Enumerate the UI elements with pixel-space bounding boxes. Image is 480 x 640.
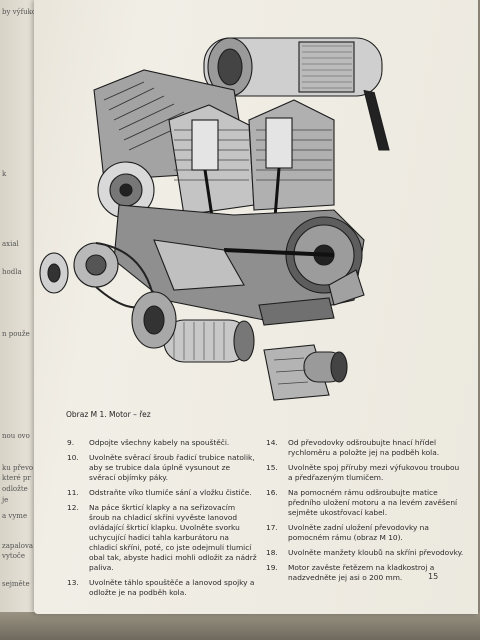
instruction-text: Uvolněte zadní uložení převodovky na pom… [288, 522, 429, 542]
manual-page: Obraz M 1. Motor – řez 9. Odpojte všechny… [34, 0, 478, 614]
page-number: 15 [428, 572, 439, 581]
left-page-fragment: k [2, 170, 7, 178]
instruction-item: 9. Odpojte všechny kabely na spouštěči. [67, 438, 257, 448]
left-page-fragment: vytoče [2, 552, 25, 560]
instruction-text: Od převodovky odšroubujte hnací hřídel r… [288, 438, 440, 457]
instructions-column-left: 9. Odpojte všechny kabely na spouštěči. 1… [67, 438, 257, 603]
instruction-text: Motor zavěste řetězem na kladkostroj a n… [288, 562, 435, 582]
instruction-number: 10. [67, 452, 79, 462]
left-page-fragment: které pr [2, 474, 31, 482]
figure-caption: Obraz M 1. Motor – řez [66, 410, 151, 419]
instruction-item: 19. Motor zavěste řetězem na kladkostroj … [266, 563, 466, 583]
crankcase-drawing [113, 204, 365, 321]
instruction-item: 16. Na pomocném rámu odšroubujte matice p… [266, 488, 466, 518]
instruction-text: Uvolněte táhlo spouštěče a lanovod spojk… [89, 577, 255, 597]
air-filter-drawing [203, 37, 390, 151]
left-page-fragment: zapalova [2, 542, 34, 550]
left-page-fragment: n použe [2, 330, 30, 338]
instruction-text: Uvolněte manžety kloubů na skříni převod… [288, 547, 464, 557]
left-page-fragment: nou ovo [2, 432, 30, 440]
instruction-number: 14. [266, 438, 278, 447]
engine-cutaway-illustration [39, 37, 390, 401]
left-page-fragment: by výfuko [2, 8, 37, 16]
instruction-text: Odstraňte víko tlumiče sání a vložku čis… [89, 487, 252, 497]
starter-motor-drawing [131, 291, 255, 363]
instruction-item: 18. Uvolněte manžety kloubů na skříni pře… [266, 548, 466, 558]
instruction-number: 17. [266, 522, 278, 532]
carburetor-drawing [263, 344, 348, 401]
instruction-item: 17. Uvolněte zadní uložení převodovky na … [266, 523, 466, 543]
pulley-drawing [39, 242, 156, 309]
cylinder-block-drawing [168, 99, 335, 231]
table-surface [0, 612, 480, 640]
instruction-item: 15. Uvolněte spoj příruby mezi výfukovou … [266, 463, 466, 483]
instruction-number: 9. [67, 438, 75, 447]
instruction-item: 14. Od převodovky odšroubujte hnací hříde… [266, 438, 466, 458]
left-page-fragment: sejměte [2, 580, 30, 588]
instruction-number: 18. [266, 547, 278, 557]
instruction-number: 11. [67, 487, 79, 497]
instruction-item: 10. Uvolněte svěrací šroub řadicí trubice… [67, 453, 257, 483]
left-page-fragment: hodla [2, 268, 22, 276]
instruction-text: Na pomocném rámu odšroubujte matice před… [288, 487, 458, 517]
left-page-fragment: je [2, 496, 9, 504]
instruction-number: 13. [67, 577, 79, 587]
instruction-item: 13. Uvolněte táhlo spouštěče a lanovod sp… [67, 578, 257, 598]
left-page-fragment: axial [2, 240, 19, 248]
instruction-text: Uvolněte svěrací šroub řadicí trubice na… [89, 452, 255, 482]
exhaust-pipe-drawing [258, 269, 365, 326]
instruction-number: 16. [266, 487, 278, 497]
instructions-column-right: 14. Od převodovky odšroubujte hnací hříde… [266, 438, 466, 588]
instruction-text: Na páce škrticí klapky a na seřizovacím … [89, 502, 257, 572]
instruction-text: Uvolněte spoj příruby mezi výfukovou tro… [288, 462, 460, 482]
instruction-item: 11. Odstraňte víko tlumiče sání a vložku … [67, 488, 257, 498]
left-page-fragment: ku převo [2, 464, 34, 472]
left-page-fragment: a vyme [2, 512, 28, 520]
left-page-fragment: odložte [2, 485, 28, 493]
instruction-text: Odpojte všechny kabely na spouštěči. [89, 438, 230, 447]
instruction-number: 15. [266, 462, 278, 472]
instruction-number: 12. [67, 502, 79, 512]
instruction-item: 12. Na páce škrticí klapky a na seřizovac… [67, 503, 257, 573]
instruction-number: 19. [266, 562, 278, 572]
